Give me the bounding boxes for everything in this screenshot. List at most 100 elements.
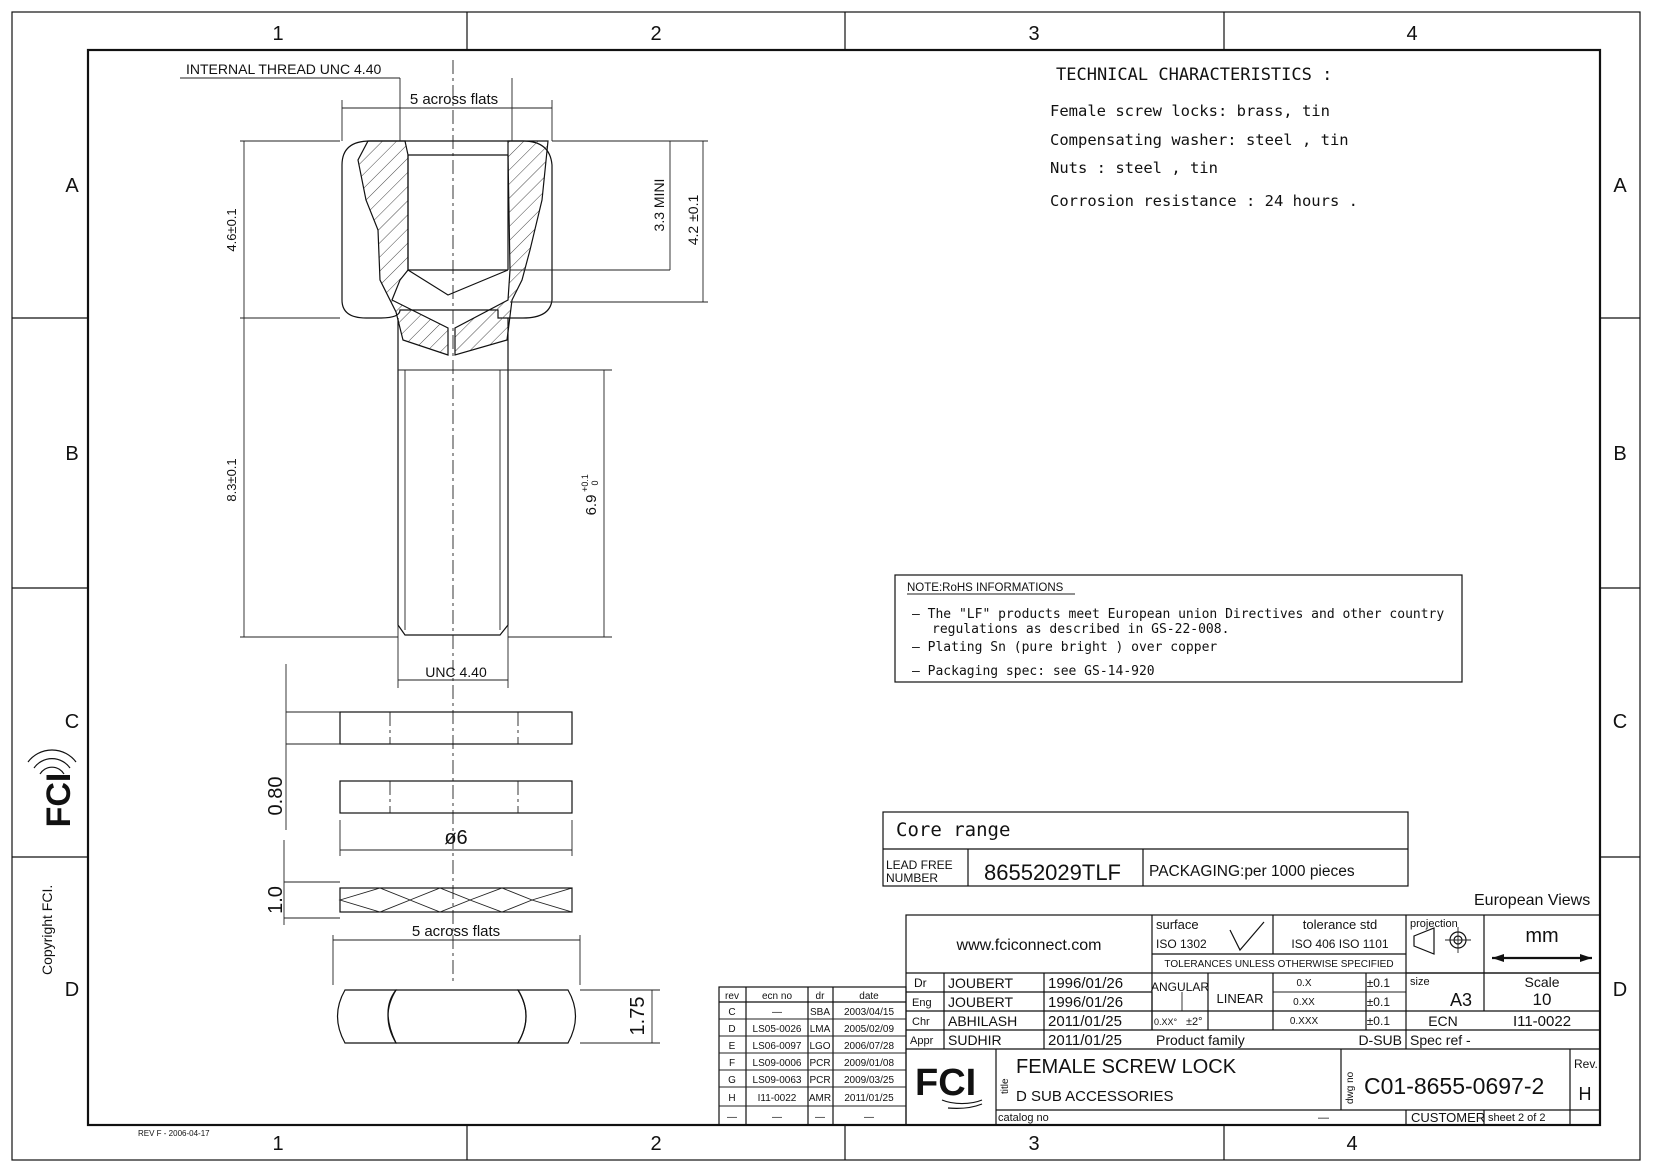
tb-sig-name-4: SUDHIR	[948, 1032, 1002, 1048]
label-internal-thread: INTERNAL THREAD UNC 4.40	[186, 61, 381, 77]
label-dim-175: 1.75	[627, 997, 649, 1036]
tb-scale-value: 10	[1533, 990, 1552, 1009]
svg-text:D: D	[728, 1024, 735, 1035]
row-label-a: A	[65, 175, 79, 197]
label-dim-69-upper: +0.1	[580, 474, 590, 492]
tb-ecn-label: ECN	[1428, 1013, 1458, 1029]
tb-lin-fmt-2: 0.XX	[1293, 997, 1315, 1008]
row-label-c: C	[65, 711, 79, 733]
label-dim-69: 6.9	[583, 495, 600, 516]
col-label-4-bottom: 4	[1346, 1133, 1357, 1155]
row-label-b-right: B	[1613, 443, 1626, 465]
tb-rev-value: H	[1579, 1084, 1592, 1104]
col-label-4: 4	[1406, 23, 1417, 45]
svg-text:—: —	[864, 1112, 874, 1123]
svg-text:—: —	[772, 1112, 782, 1123]
tb-sig-date-1: 1996/01/26	[1048, 975, 1123, 992]
label-dim-080: 0.80	[265, 777, 287, 816]
svg-text:2011/01/25: 2011/01/25	[844, 1093, 894, 1104]
svg-text:2009/03/25: 2009/03/25	[844, 1075, 894, 1086]
core-lead-free-1: LEAD FREE	[886, 858, 953, 872]
tb-tolerance-value: ISO 406 ISO 1101	[1291, 937, 1388, 951]
tb-sig-role-2: Eng	[912, 997, 932, 1009]
tech-line-1: Female screw locks: brass, tin	[1050, 102, 1330, 120]
col-label-3-bottom: 3	[1028, 1133, 1039, 1155]
tech-line-2: Compensating washer: steel , tin	[1050, 131, 1349, 149]
tb-title-sub: D SUB ACCESSORIES	[1016, 1088, 1174, 1105]
rev-header-ecn: ecn no	[762, 991, 792, 1002]
rev-row: H I11-0022 AMR 2011/01/25	[728, 1093, 894, 1104]
label-across-flats-nut: 5 across flats	[412, 923, 500, 940]
svg-text:PCR: PCR	[809, 1058, 830, 1069]
label-dim-10: 1.0	[265, 886, 287, 914]
tb-sig-name-3: ABHILASH	[948, 1013, 1017, 1029]
tb-ecn-value: I11-0022	[1513, 1013, 1571, 1030]
rev-row: C — SBA 2003/04/15	[728, 1007, 894, 1018]
tb-ang-fmt: 0.XX°	[1154, 1017, 1178, 1027]
col-label-1-bottom: 1	[272, 1133, 283, 1155]
svg-text:LS05-0026: LS05-0026	[753, 1024, 802, 1035]
tb-lin-tol-1: ±0.1	[1367, 976, 1391, 990]
tb-ang-tol: ±2°	[1186, 1016, 1203, 1028]
grid-ticks	[12, 12, 1640, 1160]
core-packaging: PACKAGING:per 1000 pieces	[1149, 863, 1355, 880]
svg-text:2006/07/28: 2006/07/28	[844, 1041, 894, 1052]
tb-title-main: FEMALE SCREW LOCK	[1016, 1056, 1237, 1078]
rev-row: F LS09-0006 PCR 2009/01/08	[729, 1058, 895, 1069]
tb-sig-date-3: 2011/01/25	[1048, 1013, 1122, 1030]
label-dim-69-lower: 0	[590, 480, 600, 485]
tech-line-3: Nuts : steel , tin	[1050, 159, 1218, 177]
tb-scale-label: Scale	[1524, 974, 1559, 990]
surface-check-icon	[1229, 921, 1265, 952]
svg-text:FCI: FCI	[40, 773, 78, 828]
label-dim-42: 4.2 ±0.1	[685, 195, 701, 246]
svg-text:—: —	[772, 1007, 782, 1018]
tb-product-family-label: Product family	[1156, 1032, 1245, 1048]
tb-dwg-no: C01-8655-0697-2	[1364, 1073, 1544, 1099]
rev-row: G LS09-0063 PCR 2009/03/25	[728, 1075, 894, 1086]
rohs-note-box: NOTE:RoHS INFORMATIONS — The "LF" produc…	[894, 574, 1463, 683]
tb-tolerances-unless: TOLERANCES UNLESS OTHERWISE SPECIFIED	[1164, 959, 1393, 970]
svg-text:F: F	[729, 1058, 735, 1069]
label-dim-69-group: 6.9 +0.1 0	[580, 474, 600, 515]
rev-row: E LS06-0097 LGO 2006/07/28	[729, 1041, 895, 1052]
tb-sig-name-2: JOUBERT	[948, 994, 1014, 1010]
svg-text:LGO: LGO	[809, 1041, 830, 1052]
rev-header-date: date	[859, 991, 879, 1002]
svg-text:LS09-0006: LS09-0006	[753, 1058, 802, 1069]
svg-text:LS06-0097: LS06-0097	[753, 1041, 802, 1052]
tb-spec-ref: Spec ref -	[1410, 1032, 1471, 1048]
tb-sheet: sheet 2 of 2	[1488, 1112, 1546, 1124]
side-logo: FCI	[27, 749, 78, 828]
svg-text:I11-0022: I11-0022	[758, 1093, 797, 1104]
svg-text:PCR: PCR	[809, 1075, 830, 1086]
svg-text:2005/02/09: 2005/02/09	[844, 1024, 894, 1035]
note-heading: NOTE:RoHS INFORMATIONS	[907, 582, 1064, 594]
tb-lin-tol-2: ±0.1	[1367, 995, 1391, 1009]
nut-view	[332, 935, 660, 1044]
row-label-a-right: A	[1613, 175, 1627, 197]
projection-symbol-icon	[1413, 927, 1471, 955]
tb-units: mm	[1525, 925, 1558, 947]
note-item-3: — Plating Sn (pure bright ) over copper	[912, 640, 1217, 655]
tb-product-family-value: D-SUB	[1358, 1032, 1402, 1048]
svg-text:—: —	[815, 1112, 825, 1123]
svg-text:2003/04/15: 2003/04/15	[844, 1007, 894, 1018]
tb-rev-label: Rev.	[1574, 1057, 1598, 1071]
svg-text:G: G	[728, 1075, 736, 1086]
tb-surface-label: surface	[1156, 917, 1199, 932]
rev-header-rev: rev	[725, 991, 739, 1002]
tb-sig-role-3: Chr	[912, 1016, 930, 1028]
svg-text:LS09-0063: LS09-0063	[753, 1075, 802, 1086]
core-title: Core range	[896, 819, 1010, 841]
technical-characteristics: TECHNICAL CHARACTERISTICS : Female screw…	[1050, 65, 1358, 210]
svg-text:—: —	[727, 1112, 737, 1123]
col-label-2: 2	[650, 23, 661, 45]
col-label-1: 1	[272, 23, 283, 45]
title-logo: FCI	[915, 1062, 983, 1109]
tb-sig-name-1: JOUBERT	[948, 975, 1014, 991]
note-item-1: — The "LF" products meet European union …	[912, 607, 1444, 622]
tb-lin-fmt-1: 0.X	[1296, 978, 1311, 989]
core-part-number: 86552029TLF	[984, 860, 1121, 885]
